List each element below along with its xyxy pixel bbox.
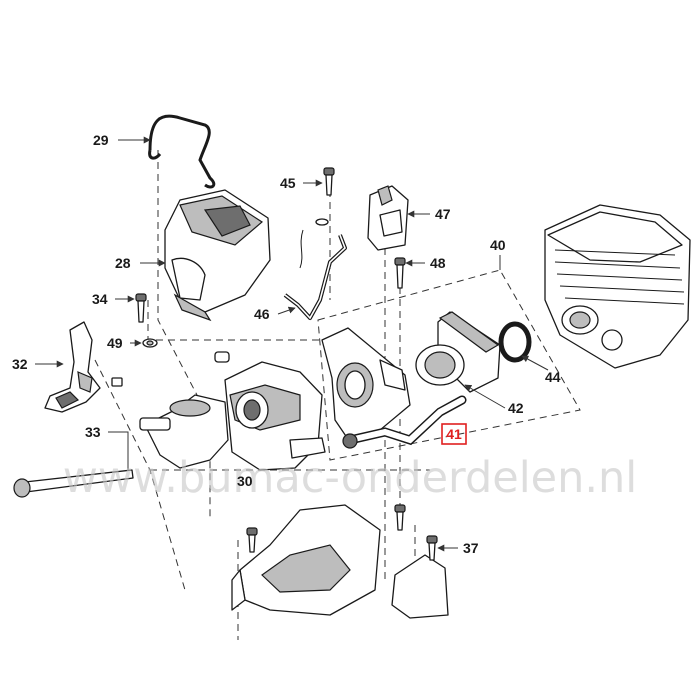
callout-49: 49	[107, 335, 123, 351]
callout-42: 42	[508, 400, 524, 416]
screw-34-part	[135, 293, 147, 323]
throttle-rod-part	[283, 218, 347, 320]
callout-32: 32	[12, 356, 28, 372]
callout-30: 30	[237, 473, 253, 489]
carburetor-part	[214, 351, 326, 471]
intake-adapter-part	[139, 394, 229, 469]
leader-lines	[35, 136, 549, 552]
o-ring-part	[498, 321, 532, 363]
washer-part	[142, 338, 158, 348]
callout-48: 48	[430, 255, 446, 271]
callout-47: 47	[435, 206, 451, 222]
screw-48-part	[394, 257, 406, 289]
callout-34: 34	[92, 291, 108, 307]
cylinder-part	[544, 204, 691, 369]
throttle-lever-part	[44, 321, 123, 413]
long-bolt-part	[13, 469, 134, 498]
callout-37: 37	[463, 540, 479, 556]
crankcase-part	[231, 504, 449, 619]
highlighted-callout-41: 41	[441, 423, 467, 445]
callout-40: 40	[490, 237, 506, 253]
callout-46: 46	[254, 306, 270, 322]
watermark: www.bumac-onderdelen.nl	[63, 453, 637, 503]
impulse-hose-part	[342, 395, 467, 449]
intake-housing-part	[321, 327, 411, 446]
intake-manifold-part	[415, 311, 501, 393]
callout-labels: 29 45 47 40 28 48 34 46 49 32 44 42 33 3…	[12, 132, 561, 556]
callout-29: 29	[93, 132, 109, 148]
callout-41: 41	[446, 426, 462, 442]
wire-clip-part	[148, 114, 216, 189]
air-filter-cover-part	[164, 189, 271, 322]
callout-45: 45	[280, 175, 296, 191]
highlight-box	[441, 423, 467, 445]
callout-28: 28	[115, 255, 131, 271]
bracket-part	[367, 185, 409, 251]
callout-44: 44	[545, 369, 561, 385]
callout-33: 33	[85, 424, 101, 440]
screw-45-part	[323, 167, 335, 196]
